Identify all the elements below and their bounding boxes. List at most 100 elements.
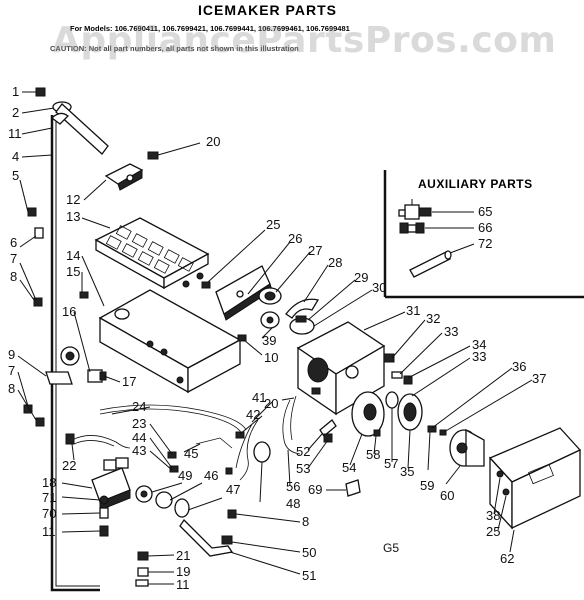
part-9-clip-icon bbox=[45, 371, 73, 385]
part-50-51-inlet-tube-icon bbox=[179, 518, 234, 557]
callout-20a: 20 bbox=[206, 134, 220, 149]
part-65-valve-icon bbox=[398, 199, 432, 220]
parts-21-19-fittings-icons bbox=[135, 551, 149, 587]
part-18-water-valve-icon bbox=[91, 457, 131, 511]
callout-41: 41 bbox=[252, 390, 266, 405]
part-62-cover-icon bbox=[488, 427, 582, 530]
callout-48: 48 bbox=[286, 496, 300, 511]
part-52-53-icon bbox=[319, 419, 337, 443]
callout-46: 46 bbox=[204, 468, 218, 483]
part-54-timing-cam-icon bbox=[351, 391, 385, 437]
part-56-48-harness-icon bbox=[235, 395, 301, 481]
callout-50: 50 bbox=[302, 545, 316, 560]
part-13-ice-mold-icon bbox=[94, 217, 210, 290]
models-line: For Models: 106.7690411, 106.7699421, 10… bbox=[70, 24, 350, 33]
callout-13: 13 bbox=[66, 209, 80, 224]
part-66-fittings-icon bbox=[399, 222, 425, 234]
callout-27: 27 bbox=[308, 243, 322, 258]
callout-1: 1 bbox=[12, 84, 19, 99]
callout-28: 28 bbox=[328, 255, 342, 270]
callout-58: 58 bbox=[366, 447, 380, 462]
callout-53: 53 bbox=[296, 461, 310, 476]
callout-54: 54 bbox=[342, 460, 356, 475]
part-69-icon bbox=[345, 479, 361, 497]
part-27-gear-icon bbox=[258, 287, 282, 305]
callout-29: 29 bbox=[354, 270, 368, 285]
callout-19: 19 bbox=[176, 564, 190, 579]
callout-59: 59 bbox=[420, 478, 434, 493]
auxiliary-parts-box: AUXILIARY PARTS bbox=[383, 170, 584, 299]
callout-11c: 11 bbox=[176, 577, 190, 592]
callout-71: 71 bbox=[42, 490, 56, 505]
callout-60: 60 bbox=[440, 488, 454, 503]
callout-8b: 8 bbox=[8, 381, 15, 396]
callout-25b: 25 bbox=[486, 524, 500, 539]
callout-7b: 7 bbox=[8, 363, 15, 378]
callout-69: 69 bbox=[308, 482, 322, 497]
part-fill-cup-arm-icon bbox=[35, 87, 109, 155]
parts-36-37-icons bbox=[427, 425, 447, 436]
callout-62: 62 bbox=[500, 551, 514, 566]
parts-42-45-icons bbox=[167, 431, 245, 475]
callout-15: 15 bbox=[66, 264, 80, 279]
callout-11b: 11 bbox=[42, 524, 56, 539]
callout-5: 5 bbox=[12, 168, 19, 183]
callout-26: 26 bbox=[288, 231, 302, 246]
callout-66: 66 bbox=[478, 220, 492, 235]
leader-lines bbox=[17, 91, 533, 585]
callout-56: 56 bbox=[286, 479, 300, 494]
callout-37: 37 bbox=[532, 371, 546, 386]
callout-42: 42 bbox=[246, 407, 260, 422]
callout-34: 34 bbox=[472, 337, 486, 352]
callout-4: 4 bbox=[12, 149, 19, 164]
callout-6: 6 bbox=[10, 235, 17, 250]
part-29-30-icon bbox=[289, 315, 315, 335]
callout-44: 44 bbox=[132, 430, 146, 445]
callout-21: 21 bbox=[176, 548, 190, 563]
callout-22: 22 bbox=[62, 458, 76, 473]
part-39-cam-icon bbox=[260, 311, 280, 329]
callout-72: 72 bbox=[478, 236, 492, 251]
callout-35: 35 bbox=[400, 464, 414, 479]
part-14-housing-icon bbox=[98, 289, 242, 394]
left-hardware-icons bbox=[23, 207, 89, 427]
callout-45: 45 bbox=[184, 446, 198, 461]
callout-31: 31 bbox=[406, 303, 420, 318]
callout-2: 2 bbox=[12, 105, 19, 120]
watermark: AppliancePartsPros.com bbox=[52, 20, 556, 61]
parts-32-34-icons bbox=[383, 353, 413, 385]
part-41-wire-harness-icon bbox=[99, 404, 247, 449]
figure-code: G5 bbox=[383, 541, 399, 555]
callout-70: 70 bbox=[42, 506, 56, 521]
part-31-motor-housing-icon bbox=[296, 321, 386, 416]
part-35-gear-icon bbox=[397, 393, 423, 431]
callout-32: 32 bbox=[426, 311, 440, 326]
callout-49: 49 bbox=[178, 468, 192, 483]
callout-25a: 25 bbox=[266, 217, 280, 232]
callout-14: 14 bbox=[66, 248, 80, 263]
callout-39: 39 bbox=[262, 333, 276, 348]
part-8-screw-lower-icon bbox=[227, 509, 237, 519]
callout-7a: 7 bbox=[10, 251, 17, 266]
callout-8c: 8 bbox=[302, 514, 309, 529]
callout-16: 16 bbox=[62, 304, 76, 319]
callout-38: 38 bbox=[486, 508, 500, 523]
callout-10: 10 bbox=[264, 350, 278, 365]
part-60-motor-icon bbox=[449, 428, 485, 467]
callout-9: 9 bbox=[8, 347, 15, 362]
callout-24: 24 bbox=[132, 399, 146, 414]
callout-23: 23 bbox=[132, 416, 146, 431]
callout-47: 47 bbox=[226, 482, 240, 497]
callout-11a: 11 bbox=[8, 126, 22, 141]
callout-18: 18 bbox=[42, 475, 56, 490]
parts-46-49-fittings-icons bbox=[135, 485, 190, 518]
part-16-thermostat-icon bbox=[60, 346, 107, 383]
part-10-screw-icon bbox=[237, 334, 247, 342]
part-72-tube-icon bbox=[409, 250, 452, 278]
callout-17: 17 bbox=[122, 374, 136, 389]
callout-36: 36 bbox=[512, 359, 526, 374]
callout-57: 57 bbox=[384, 456, 398, 471]
callout-51: 51 bbox=[302, 568, 316, 583]
caution-line: CAUTION: Not all part numbers, all parts… bbox=[50, 44, 299, 53]
